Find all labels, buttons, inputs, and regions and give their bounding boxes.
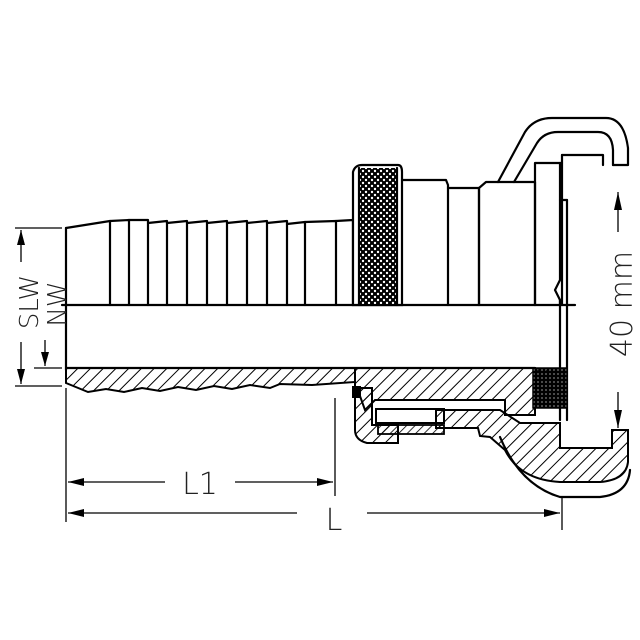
dimension-l: L xyxy=(68,496,563,538)
l-label: L xyxy=(326,503,343,538)
dimension-slw: SLW xyxy=(15,227,62,387)
diameter-label: 40 mm xyxy=(605,251,640,357)
section-view xyxy=(352,367,632,499)
slw-label: SLW xyxy=(15,275,45,329)
coupling-body xyxy=(400,116,630,422)
knurled-nut xyxy=(351,163,404,307)
hose-tail xyxy=(60,218,577,394)
l1-label: L1 xyxy=(182,467,218,502)
dimension-diameter: 40 mm xyxy=(605,192,640,428)
dimension-nw: NW xyxy=(34,281,73,369)
dimension-l1: L1 xyxy=(65,388,336,522)
nw-label: NW xyxy=(43,281,73,326)
